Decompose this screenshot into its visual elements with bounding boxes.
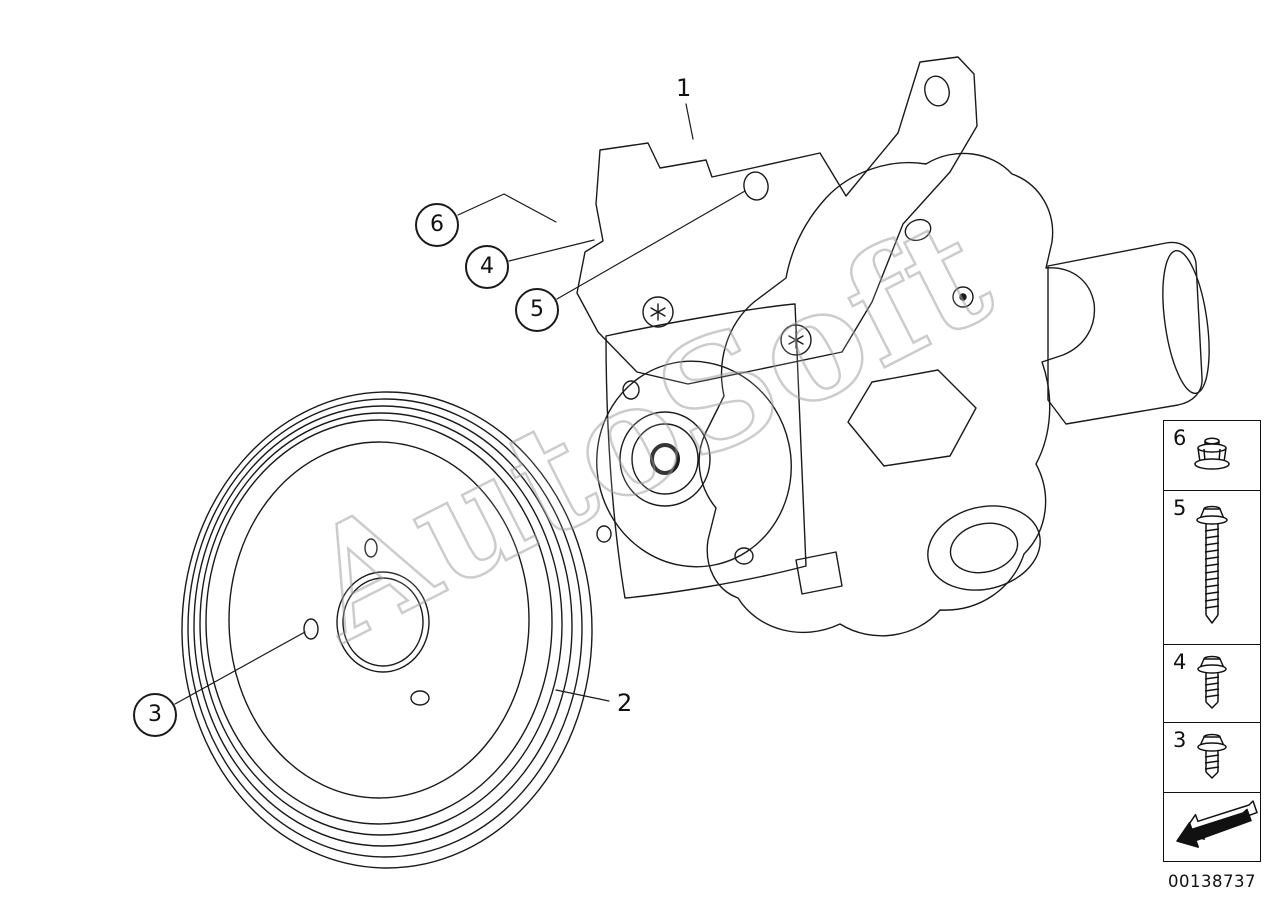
legend-item-bolt-short: 3 [1163, 722, 1261, 794]
legend-label: 6 [1173, 426, 1187, 450]
direction-arrow-icon [1176, 799, 1258, 848]
flange-nut-icon [1194, 437, 1230, 470]
diagram-part-number: 00138737 [1168, 872, 1256, 891]
bracket-drawing [576, 56, 978, 599]
pulley-drawing [181, 391, 593, 869]
torx-screw-icon [952, 286, 974, 308]
legend-item-direction [1163, 791, 1261, 862]
leader-lines [174, 103, 746, 705]
callout-1: 1 [676, 74, 692, 102]
hex-flange-bolt-medium-icon [1197, 655, 1227, 709]
legend-label: 4 [1173, 649, 1187, 674]
legend-label: 5 [1173, 496, 1187, 521]
watermark: AutoSoft [277, 184, 1015, 676]
callout-6: 6 [415, 203, 459, 247]
legend-item-nut: 6 [1163, 420, 1261, 492]
hex-flange-bolt-short-icon [1197, 733, 1227, 779]
pump-body-drawing [596, 152, 1210, 637]
fastener-legend: 6 5 4 [1163, 420, 1261, 862]
hex-flange-bolt-long-icon [1196, 505, 1228, 624]
torx-screw-icon [642, 296, 674, 328]
legend-item-bolt-long: 5 [1163, 490, 1261, 646]
callout-3: 3 [133, 693, 177, 737]
callout-5: 5 [515, 288, 559, 332]
torx-screw-icon [780, 324, 812, 356]
legend-label: 3 [1173, 728, 1187, 753]
callout-2: 2 [617, 689, 633, 717]
callout-4: 4 [465, 245, 509, 289]
legend-item-bolt-medium: 4 [1163, 643, 1261, 724]
